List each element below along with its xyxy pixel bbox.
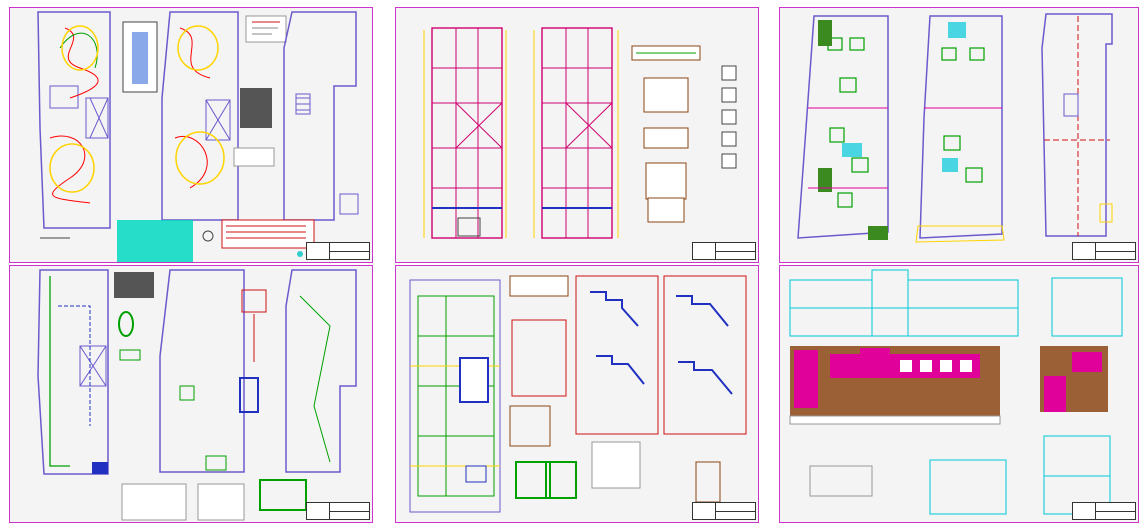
elevation-section-drawing <box>789 269 1123 515</box>
title-block <box>692 242 756 260</box>
structural-plan-sheet <box>395 7 759 263</box>
architecture-plan-sheet <box>779 7 1139 263</box>
installations-plan-sheet <box>9 7 373 263</box>
foundation-stair-sheet <box>395 265 759 523</box>
installations-plan-drawing <box>37 11 359 262</box>
framing-plan-1 <box>423 27 507 239</box>
title-block <box>306 242 370 260</box>
title-block <box>306 502 370 520</box>
water-drainage-drawing <box>37 269 357 521</box>
water-drainage-sheet <box>9 265 373 523</box>
title-block <box>692 502 756 520</box>
title-block <box>1072 242 1136 260</box>
structural-plan-drawing <box>423 27 737 239</box>
framing-plan-2 <box>533 27 619 239</box>
title-block <box>1072 502 1136 520</box>
architecture-plan-drawing <box>797 13 1113 243</box>
foundation-stair-drawing <box>409 275 747 513</box>
elevation-section-sheet <box>779 265 1139 523</box>
